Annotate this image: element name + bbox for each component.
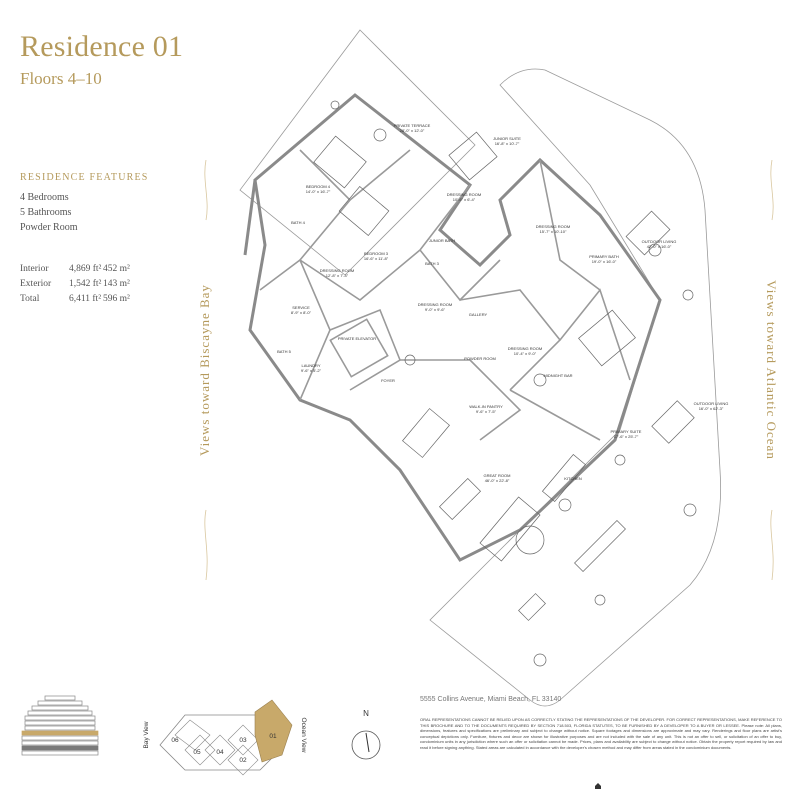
room-label: PRIVATE TERRACE: [394, 123, 431, 128]
unit-label: 06: [171, 737, 179, 744]
room-dims: 28'-0" x 12'-0": [400, 128, 425, 133]
unit-label: 03: [239, 737, 247, 744]
room-dims: 16'-0" x 62'-3": [699, 406, 724, 411]
room-label: BATH 3: [425, 261, 439, 266]
area-label: Interior: [20, 264, 49, 274]
area-label: Exterior: [20, 279, 52, 289]
key-plan-bay-label: Bay View: [143, 721, 150, 748]
room-dims: 9'-0" x 9'-6": [425, 307, 446, 312]
page-subtitle: Floors 4–10: [20, 69, 102, 88]
building-stack-icon: [21, 695, 99, 756]
room-dims: 10'-4" x 9'-0": [514, 351, 537, 356]
feature-item: 5 Bathrooms: [20, 207, 72, 218]
legal-disclaimer: ORAL REPRESENTATIONS CANNOT BE RELIED UP…: [420, 717, 782, 750]
area-sqm: 452 m²: [103, 264, 130, 274]
room-label: DRESSING ROOM: [536, 224, 570, 229]
furniture: [313, 100, 697, 667]
room-labels: PRIVATE TERRACE 28'-0" x 12'-0" BEDROOM …: [277, 123, 728, 483]
unit-02: [227, 744, 259, 776]
room-label: JUNIOR BATH: [429, 238, 455, 243]
north-compass-icon: N: [351, 709, 381, 760]
unit-label: 01: [269, 733, 277, 740]
room-label: BATH 4: [291, 220, 305, 225]
room-label: PRIMARY SUITE: [611, 429, 642, 434]
room-label: OUTDOOR LIVING: [642, 239, 677, 244]
room-label: PRIVATE ELEVATOR: [338, 336, 376, 341]
features-heading: RESIDENCE FEATURES: [20, 172, 149, 183]
interior-walls: [243, 93, 662, 562]
unit-label: 04: [216, 749, 224, 756]
area-sqft: 4,869 ft²: [69, 264, 102, 274]
room-label: PRIMARY BATH: [589, 254, 619, 259]
room-dims: 8'-9" x 8'-0": [291, 310, 312, 315]
unit-04: [204, 734, 236, 766]
room-label: KITCHEN: [564, 476, 582, 481]
room-label: BATH 5: [277, 349, 291, 354]
feature-item: 4 Bedrooms: [20, 192, 69, 203]
key-plan-ocean-label: Ocean View: [300, 718, 307, 753]
room-label: DRESSING ROOM: [320, 268, 354, 273]
compass-label: N: [363, 709, 369, 718]
room-label: DRESSING ROOM: [508, 346, 542, 351]
ocean-wave-divider: [770, 160, 774, 580]
room-dims: 17'-6" x 25'-7": [614, 434, 639, 439]
bay-wave-divider: [204, 160, 208, 580]
room-dims: 42'-0" x 16'-0": [647, 244, 672, 249]
area-sqft: 6,411 ft²: [69, 294, 102, 304]
room-partitions: [259, 149, 631, 441]
room-label: MIDNIGHT BAR: [543, 373, 572, 378]
address: 5555 Collins Avenue, Miami Beach, FL 331…: [420, 696, 562, 703]
equal-housing-icon: [595, 783, 601, 789]
room-label: OUTDOOR LIVING: [694, 401, 729, 406]
unit-label: 05: [193, 749, 201, 756]
room-label: POWDER ROOM: [464, 356, 496, 361]
room-label: JUNIOR SUITE: [493, 136, 521, 141]
room-label: BEDROOM 3: [364, 251, 389, 256]
room-label: GREAT ROOM: [484, 473, 511, 478]
key-plan: 06 05 04 03 02 01 Bay View Ocean View: [143, 699, 307, 776]
room-dims: 9'-6" x 7'-5": [476, 409, 497, 414]
room-label: DRESSING ROOM: [418, 302, 452, 307]
unit-05: [184, 734, 216, 766]
room-dims: 19'-0" x 16'-0": [592, 259, 617, 264]
room-dims: 46'-0" x 22'-8": [485, 478, 510, 483]
room-label: FOYER: [381, 378, 395, 383]
area-sqft: 1,542 ft²: [69, 279, 102, 289]
room-label: BEDROOM 4: [306, 184, 331, 189]
room-label: GALLERY: [469, 312, 488, 317]
unit-label: 02: [239, 757, 247, 764]
unit-01-highlight: [254, 699, 293, 763]
room-dims: 9'-6" x 5'-2": [301, 368, 322, 373]
room-dims: 16'-8" x 10'-7": [495, 141, 520, 146]
room-dims: 15'-7" x 10'-10": [540, 229, 567, 234]
room-label: LAUNDRY: [301, 363, 320, 368]
room-dims: 16'-6" x 11'-8": [364, 256, 389, 261]
room-label: DRESSING ROOM: [447, 192, 481, 197]
unit-06: [174, 719, 211, 751]
area-sqm: 143 m²: [103, 279, 130, 289]
room-dims: 12'-8" x 7'-4": [326, 273, 349, 278]
feature-item: Powder Room: [20, 222, 78, 233]
room-label: WALK-IN PANTRY: [469, 404, 503, 409]
room-label: SERVICE: [292, 305, 310, 310]
room-dims: 10'-6" x 6'-4": [453, 197, 476, 202]
area-sqm: 596 m²: [103, 294, 130, 304]
page-title: Residence 01: [20, 30, 184, 63]
area-label: Total: [20, 294, 40, 304]
room-dims: 14'-0" x 16'-7": [306, 189, 331, 194]
exterior-terrace: [239, 29, 721, 707]
